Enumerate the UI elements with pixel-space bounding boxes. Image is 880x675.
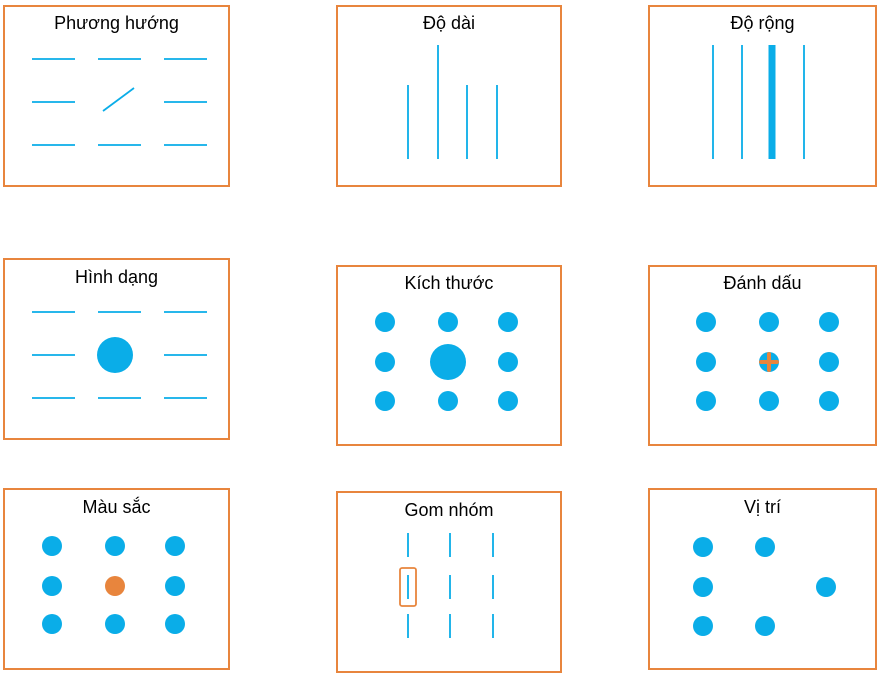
dot-mark [105, 614, 125, 634]
highlighted-dot-mark [105, 576, 125, 596]
dot-mark [759, 391, 779, 411]
dot-mark [438, 312, 458, 332]
panel-grouping: Gom nhóm [336, 491, 562, 673]
panel-title: Độ rộng [730, 13, 794, 33]
panel-marking: Đánh dấu [648, 265, 877, 446]
panel-frame [3, 488, 230, 670]
circle-mark [97, 337, 133, 373]
dot-mark [375, 391, 395, 411]
mark-group [32, 311, 207, 399]
dot-mark [498, 352, 518, 372]
mark-group [32, 58, 207, 146]
panel-title: Đánh dấu [723, 273, 801, 293]
mark-group [42, 536, 185, 634]
dot-mark [696, 312, 716, 332]
dot-mark [696, 352, 716, 372]
dot-mark [165, 576, 185, 596]
dot-mark [759, 312, 779, 332]
mark-group [375, 312, 518, 411]
mark-group [407, 45, 498, 159]
panel-shape: Hình dạng [3, 258, 230, 440]
group-highlight-box [399, 567, 417, 607]
dot-mark [42, 576, 62, 596]
panel-frame [648, 488, 877, 670]
panel-frame [336, 265, 562, 446]
panel-frame [336, 491, 562, 673]
panel-frame [3, 5, 230, 187]
panel-frame [648, 5, 877, 187]
dot-mark [42, 536, 62, 556]
panel-frame [3, 258, 230, 440]
dot-mark [165, 536, 185, 556]
panel-title: Vị trí [744, 497, 781, 517]
dot-mark [819, 391, 839, 411]
dot-mark [693, 537, 713, 557]
plus-marker-icon [759, 352, 779, 372]
mark-group [712, 45, 805, 159]
panel-title: Phương hướng [54, 13, 179, 33]
dot-mark [693, 577, 713, 597]
dot-mark [755, 537, 775, 557]
diagonal-line-mark [102, 87, 135, 112]
dot-mark [165, 614, 185, 634]
mark-group [407, 533, 494, 638]
dot-mark [693, 616, 713, 636]
dot-mark [819, 352, 839, 372]
dot-mark [105, 536, 125, 556]
panel-title: Hình dạng [75, 267, 158, 287]
panel-frame [648, 265, 877, 446]
panel-frame [336, 5, 562, 187]
dot-mark [819, 312, 839, 332]
panel-title: Gom nhóm [404, 500, 493, 520]
large-dot-mark [430, 344, 466, 380]
dot-mark [498, 391, 518, 411]
panel-position: Vị trí [648, 488, 877, 670]
mark-group [696, 312, 839, 411]
dot-mark [375, 352, 395, 372]
dot-mark [755, 616, 775, 636]
dot-mark [438, 391, 458, 411]
mark-group [693, 537, 836, 636]
panel-orientation: Phương hướng [3, 5, 230, 187]
panel-color: Màu sắc [3, 488, 230, 670]
offset-dot-mark [816, 577, 836, 597]
panel-title: Độ dài [423, 13, 475, 33]
panel-title: Màu sắc [82, 496, 150, 517]
dot-mark [375, 312, 395, 332]
dot-mark [696, 391, 716, 411]
dot-mark [42, 614, 62, 634]
panel-width: Độ rộng [648, 5, 877, 187]
panel-title: Kích thước [405, 273, 494, 293]
panel-length: Độ dài [336, 5, 562, 187]
dot-mark [498, 312, 518, 332]
panel-size: Kích thước [336, 265, 562, 446]
